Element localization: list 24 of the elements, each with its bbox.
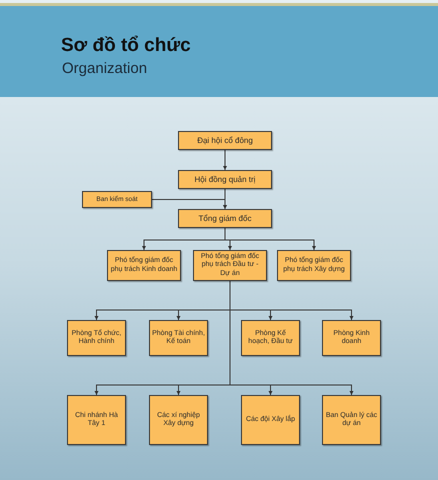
org-box — [277, 250, 351, 281]
connector-arrow — [152, 199, 227, 210]
org-box — [149, 395, 208, 445]
org-box — [178, 131, 272, 150]
box-text: Tổng giám đốc — [198, 214, 252, 224]
org-box — [178, 209, 272, 228]
org-box — [241, 395, 300, 445]
box-text: Đại hội cổ đông — [197, 136, 253, 146]
org-box — [149, 320, 208, 356]
org-box — [193, 250, 267, 281]
org-box — [322, 320, 381, 356]
org-box — [67, 395, 126, 445]
org-box — [241, 320, 300, 356]
org-box — [178, 170, 272, 189]
org-box — [107, 250, 181, 281]
title: Sơ đồ tổ chức — [61, 36, 191, 55]
connector-arrow — [224, 228, 316, 250]
box-text: Hội đồng quản trị — [194, 174, 256, 184]
connector-arrow — [230, 280, 354, 396]
org-box — [322, 395, 381, 445]
subtitle: Organization — [62, 61, 148, 76]
org-box — [67, 320, 126, 356]
connector-arrow — [223, 150, 227, 170]
org-box — [82, 191, 152, 208]
